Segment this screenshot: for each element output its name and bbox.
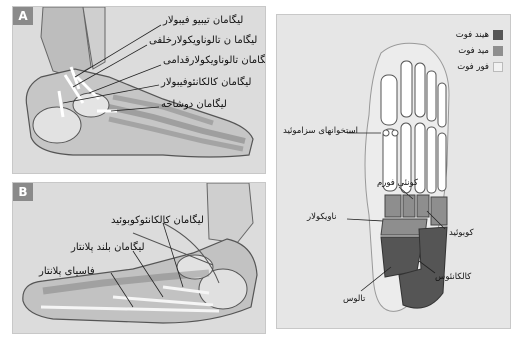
label-calcaneus: کالکانئوس bbox=[435, 273, 471, 282]
legend-label-forefoot: فور فوت bbox=[457, 62, 489, 72]
panel-a-foot-illustration bbox=[13, 7, 266, 174]
legend-label-hindfoot: هیند فوت bbox=[456, 30, 489, 40]
label-tibiofibular-ligament: لیگامان تیبیو فیبولار bbox=[163, 16, 243, 26]
label-bifurcate-ligament: لیگامان دوشاخه bbox=[161, 100, 227, 110]
panel-b-foot-illustration bbox=[13, 183, 266, 334]
legend-item-hindfoot: هیند فوت bbox=[447, 29, 507, 45]
legend-item-forefoot: فور فوت bbox=[447, 61, 507, 77]
legend-item-midfoot: مید فوت bbox=[447, 45, 507, 61]
label-calcaneofibular-ligament: لیگامان کالکانئوفیبولار bbox=[161, 78, 251, 88]
legend-swatch-forefoot bbox=[493, 62, 503, 72]
label-anterior-talonavicular-ligament: لیگامان تالوناویکولارقدامی bbox=[163, 56, 266, 66]
foot-region-legend: هیند فوت مید فوت فور فوت bbox=[447, 29, 507, 77]
legend-swatch-midfoot bbox=[493, 46, 503, 56]
label-cuboid: کوبوئید bbox=[449, 229, 474, 238]
label-talus: تالوس bbox=[343, 295, 365, 304]
label-navicular: ناویکولار bbox=[307, 213, 336, 222]
panel-b-medial-plantar-view: B لیگامان کالکانئوکوبوئید لیگامان بلند پ… bbox=[12, 182, 266, 334]
panel-foot-skeleton-regions: هیند فوت مید فوت فور فوت استخوانهای سزام… bbox=[276, 14, 511, 329]
label-cuneiform: کونئی فورم bbox=[377, 179, 418, 188]
label-sesamoid-bones: استخوانهای سزاموئید bbox=[283, 127, 358, 136]
label-plantar-fascia: فاسیای پلانتار bbox=[39, 267, 95, 277]
label-long-plantar-ligament: لیگامان بلند پلانتار bbox=[71, 243, 145, 253]
panel-a-lateral-ankle-view: A لیگامان تیبیو فیبولار لیگاما ن تالوناو… bbox=[12, 6, 266, 174]
label-calcaneocuboid-ligament: لیگامان کالکانئوکوبوئید bbox=[111, 216, 204, 226]
label-posterior-talonavicular-ligament: لیگاما ن تالوناویکولارخلفی bbox=[149, 36, 257, 46]
legend-label-midfoot: مید فوت bbox=[458, 46, 489, 56]
legend-swatch-hindfoot bbox=[493, 30, 503, 40]
